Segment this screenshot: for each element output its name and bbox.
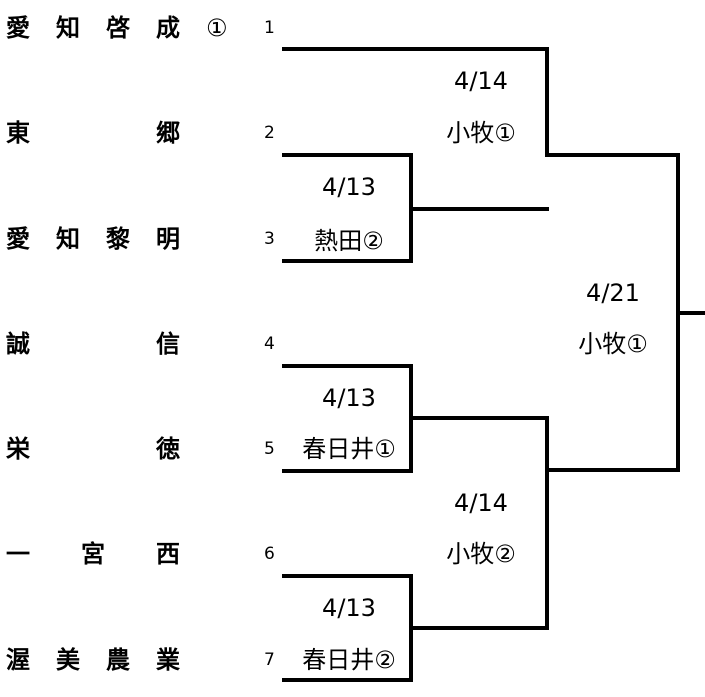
seed-number: 2 <box>264 123 275 143</box>
match-date: 4/13 <box>322 173 376 201</box>
team-name-char: 郷 <box>156 119 180 147</box>
bracket-line-match-2-3 <box>282 153 549 263</box>
match-date: 4/14 <box>454 489 508 517</box>
team-name-char: 誠 <box>6 330 30 358</box>
team-row-7: 渥 美 農 業 <box>6 645 184 675</box>
team-name-char: 宮 <box>81 540 105 568</box>
team-mark: ① <box>206 14 228 42</box>
team-name-char: 信 <box>156 330 180 358</box>
team-row-5: 栄 徳 <box>6 434 184 464</box>
team-name-char: 知 <box>56 225 80 253</box>
team-name-char: 徳 <box>156 435 180 463</box>
seed-number: 1 <box>264 18 275 38</box>
team-name-char: 渥 <box>6 646 30 674</box>
team-name-char: 農 <box>106 646 130 674</box>
seed-number: 5 <box>264 439 275 459</box>
bracket-line-round2-bottom <box>545 416 680 630</box>
match-venue: 春日井② <box>302 646 396 674</box>
bracket-line-match-6-7 <box>282 574 549 682</box>
team-row-1: 愛 知 啓 成 ① <box>6 13 228 43</box>
team-row-4: 誠 信 <box>6 329 184 359</box>
team-name-char: 明 <box>156 225 180 253</box>
match-date: 4/21 <box>586 279 640 307</box>
match-venue: 小牧① <box>446 119 516 147</box>
match-date: 4/13 <box>322 384 376 412</box>
team-name-char: 成 <box>156 14 180 42</box>
team-name-char: 業 <box>156 646 180 674</box>
seed-number: 7 <box>264 650 275 670</box>
team-name-char: 西 <box>156 540 180 568</box>
team-name-char: 美 <box>56 646 80 674</box>
match-date: 4/14 <box>454 67 508 95</box>
match-venue: 熱田② <box>314 227 384 255</box>
team-name-char: 栄 <box>6 435 30 463</box>
team-name-char: 愛 <box>6 225 30 253</box>
team-name-char: 愛 <box>6 14 30 42</box>
team-row-3: 愛 知 黎 明 <box>6 224 184 254</box>
bracket-line-match-4-5 <box>282 364 549 473</box>
team-name-char: 一 <box>6 540 30 568</box>
team-name-char: 東 <box>6 119 30 147</box>
match-venue: 春日井① <box>302 435 396 463</box>
bracket-line-team-1 <box>282 47 549 157</box>
match-date: 4/13 <box>322 594 376 622</box>
match-venue: 小牧② <box>446 540 516 568</box>
seed-number: 6 <box>264 544 275 564</box>
seed-number: 3 <box>264 229 275 249</box>
team-row-2: 東 郷 <box>6 118 184 148</box>
team-name-char: 啓 <box>106 14 130 42</box>
team-name-char: 黎 <box>106 225 130 253</box>
seed-number: 4 <box>264 334 275 354</box>
match-venue: 小牧① <box>578 330 648 358</box>
team-name-char: 知 <box>56 14 80 42</box>
team-row-6: 一 宮 西 <box>6 539 184 569</box>
bracket-line-final <box>676 153 705 472</box>
